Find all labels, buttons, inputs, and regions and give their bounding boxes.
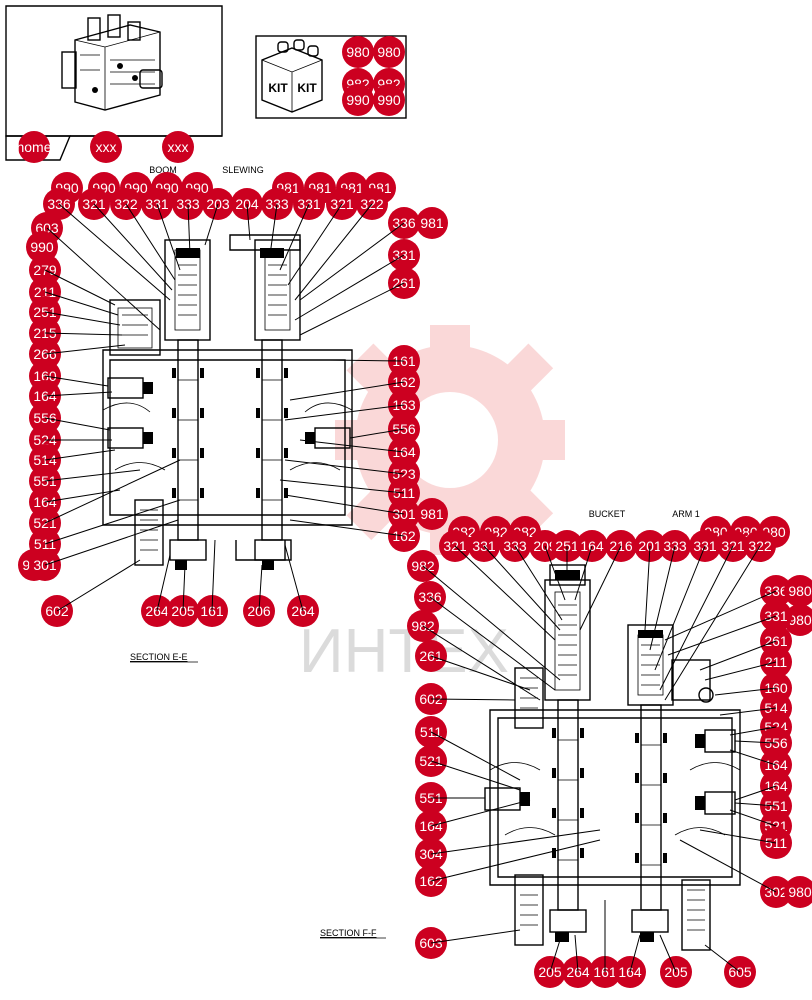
callout-label: 164 (764, 778, 788, 794)
callout-label: 336 (764, 583, 788, 599)
callout-label: 201 (638, 538, 662, 554)
callout-label: 163 (392, 397, 416, 413)
callout-980[interactable]: 980 (784, 575, 812, 607)
section-ee-drawing: BOOM SLEWING (102, 165, 353, 663)
callout-label: 302 (764, 884, 788, 900)
callout-label: 164 (764, 757, 788, 773)
callout-990[interactable]: 990 (342, 84, 374, 116)
callout-label: 261 (392, 275, 416, 291)
tab-home[interactable]: home (16, 131, 52, 163)
callout-bubble (784, 575, 812, 607)
callout-981[interactable]: 981 (416, 207, 448, 239)
callout-bubble (342, 36, 374, 68)
callout-label: 321 (330, 196, 354, 212)
watermark-text: ИНТЕХ (299, 617, 509, 686)
kit-box: KIT KIT (255, 35, 407, 119)
callout-label: 523 (392, 466, 416, 482)
callout-label: 264 (291, 603, 315, 619)
callout-label: 331 (297, 196, 321, 212)
tab-xxx-2[interactable]: xxx (162, 131, 194, 163)
callout-label: 161 (392, 353, 416, 369)
kit-label-right: KIT (297, 81, 317, 95)
section-ff-caption: SECTION F-F (320, 928, 377, 938)
callout-980[interactable]: 980 (784, 876, 812, 908)
callout-label: 605 (728, 964, 752, 980)
leader-lines (44, 203, 777, 973)
callout-label: 331 (392, 247, 416, 263)
callout-label: 551 (764, 798, 788, 814)
label-arm: ARM 1 (672, 509, 700, 519)
callout-label: 990 (377, 92, 401, 108)
callout-label: 264 (566, 964, 590, 980)
callout-label: 164 (580, 538, 604, 554)
callout-990[interactable]: 990 (373, 84, 405, 116)
callout-label: 261 (764, 633, 788, 649)
callout-label: 164 (392, 444, 416, 460)
callout-label: 511 (393, 485, 416, 501)
callout-label: 322 (748, 538, 772, 554)
tab-xxx-2-label: xxx (168, 139, 189, 155)
section-ee-caption: SECTION E-E (130, 652, 188, 662)
callout-980[interactable]: 980 (373, 36, 405, 68)
callout-label: 333 (265, 196, 289, 212)
callout-label: 980 (346, 44, 370, 60)
callout-label: 216 (609, 538, 633, 554)
kit-label-left: KIT (268, 81, 288, 95)
callout-label: 990 (346, 92, 370, 108)
callout-980[interactable]: 980 (342, 36, 374, 68)
callout-label: 511 (765, 835, 788, 851)
callout-label: 205 (664, 964, 688, 980)
callout-label: 322 (360, 196, 384, 212)
callout-label: 331 (764, 608, 788, 624)
callout-label: 211 (765, 654, 788, 670)
callout-bubble (416, 498, 448, 530)
tab-home-label: home (16, 139, 51, 155)
callout-label: 162 (392, 528, 416, 544)
callout-label: 980 (788, 884, 812, 900)
callout-bubble (373, 36, 405, 68)
callout-bubble (416, 207, 448, 239)
callout-label: 556 (392, 421, 416, 437)
callout-label: 333 (663, 538, 687, 554)
label-boom: BOOM (149, 165, 177, 175)
callout-label: 301 (392, 506, 416, 522)
label-slewing: SLEWING (222, 165, 264, 175)
label-bucket: BUCKET (589, 509, 626, 519)
callout-label: 514 (764, 700, 788, 716)
callout-981[interactable]: 981 (416, 498, 448, 530)
callout-bubble (784, 876, 812, 908)
callout-label: 203 (206, 196, 230, 212)
tab-xxx-1-label: xxx (96, 139, 117, 155)
callout-label: 160 (764, 680, 788, 696)
callout-label: 980 (788, 583, 812, 599)
callout-label: 980 (377, 44, 401, 60)
section-ff-drawing: BUCKET ARM 1 (320, 509, 741, 951)
tab-xxx-1[interactable]: xxx (90, 131, 122, 163)
callout-label: 981 (420, 215, 444, 231)
callout-label: 331 (693, 538, 717, 554)
kit-callouts: 980980982982990990 (342, 36, 405, 116)
valve-thumbnail-image (61, 14, 163, 111)
callout-label: 981 (420, 506, 444, 522)
callout-bubble (373, 84, 405, 116)
callout-label: 556 (764, 735, 788, 751)
callout-label: 162 (392, 374, 416, 390)
callout-label: 321 (721, 538, 745, 554)
callout-label: 980 (788, 612, 812, 628)
callout-bubble (342, 84, 374, 116)
callout-label: 990 (30, 239, 54, 255)
